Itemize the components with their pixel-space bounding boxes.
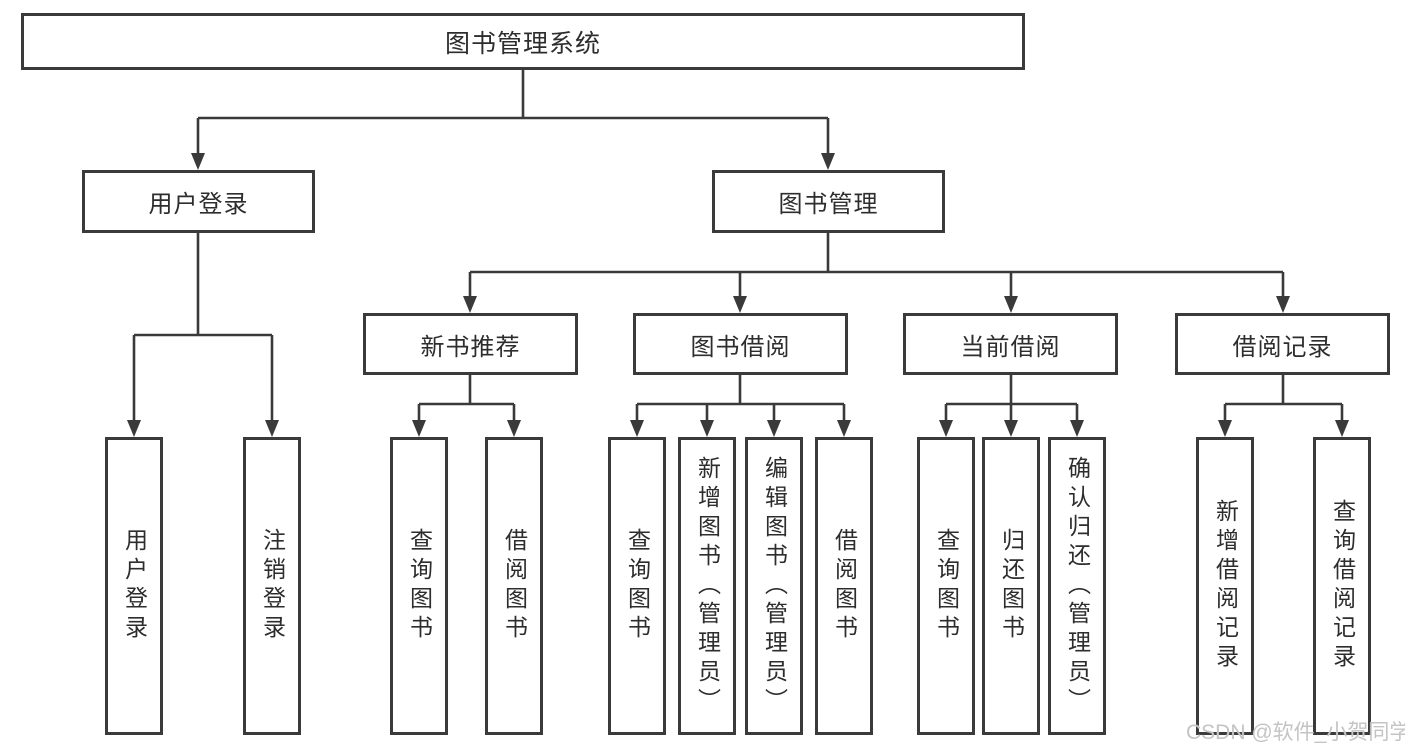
- leaf-borrow-books-borrowing: 借阅图书: [815, 437, 873, 735]
- node-label: 图书管理系统: [444, 29, 601, 58]
- leaf-user-login: 用户登录: [105, 437, 163, 735]
- node-label: 新增借阅记录: [1212, 499, 1239, 673]
- node-label: 确认归还（管理员）: [1064, 455, 1091, 717]
- node-label: 当前借阅: [960, 333, 1061, 361]
- node-label: 用户登录: [148, 191, 249, 218]
- node-label: 查询图书: [406, 528, 433, 644]
- leaf-add-borrow-record: 新增借阅记录: [1196, 437, 1254, 735]
- leaf-logout: 注销登录: [243, 437, 301, 735]
- node-label: 新书推荐: [420, 333, 521, 361]
- node-label: 借阅图书: [831, 528, 858, 644]
- node-library-management-system: 图书管理系统: [21, 13, 1025, 70]
- leaf-return-books: 归还图书: [982, 437, 1040, 735]
- node-label: 用户登录: [121, 528, 148, 644]
- leaf-query-books-recommend: 查询图书: [390, 437, 448, 735]
- node-label: 归还图书: [998, 528, 1025, 644]
- leaf-borrow-books-recommend: 借阅图书: [485, 437, 543, 735]
- node-label: 注销登录: [259, 528, 286, 644]
- node-label: 查询借阅记录: [1329, 499, 1356, 673]
- leaf-query-borrow-record: 查询借阅记录: [1313, 437, 1371, 735]
- leaf-query-books-current: 查询图书: [917, 437, 975, 735]
- node-borrowing-records: 借阅记录: [1175, 313, 1390, 375]
- node-label: 图书管理: [778, 191, 879, 218]
- node-label: 图书借阅: [690, 333, 791, 361]
- node-label: 借阅记录: [1232, 333, 1333, 361]
- node-current-borrowing: 当前借阅: [903, 313, 1118, 375]
- leaf-query-books-borrowing: 查询图书: [608, 437, 666, 735]
- node-label: 借阅图书: [501, 528, 528, 644]
- node-book-management: 图书管理: [712, 170, 945, 233]
- node-label: 编辑图书（管理员）: [761, 455, 788, 717]
- arrowheads: [127, 153, 1349, 437]
- node-book-borrowing: 图书借阅: [633, 313, 848, 375]
- leaf-add-book-admin: 新增图书（管理员）: [678, 437, 736, 735]
- leaf-edit-book-admin: 编辑图书（管理员）: [745, 437, 803, 735]
- node-new-book-recommend: 新书推荐: [363, 313, 578, 375]
- node-label: 新增图书（管理员）: [694, 455, 721, 717]
- watermark: CSDN @软件_小贺同学: [1186, 721, 1405, 744]
- node-label: 查询图书: [933, 528, 960, 644]
- leaf-confirm-return-admin: 确认归还（管理员）: [1048, 437, 1106, 735]
- node-user-login: 用户登录: [82, 170, 315, 233]
- node-label: 查询图书: [624, 528, 651, 644]
